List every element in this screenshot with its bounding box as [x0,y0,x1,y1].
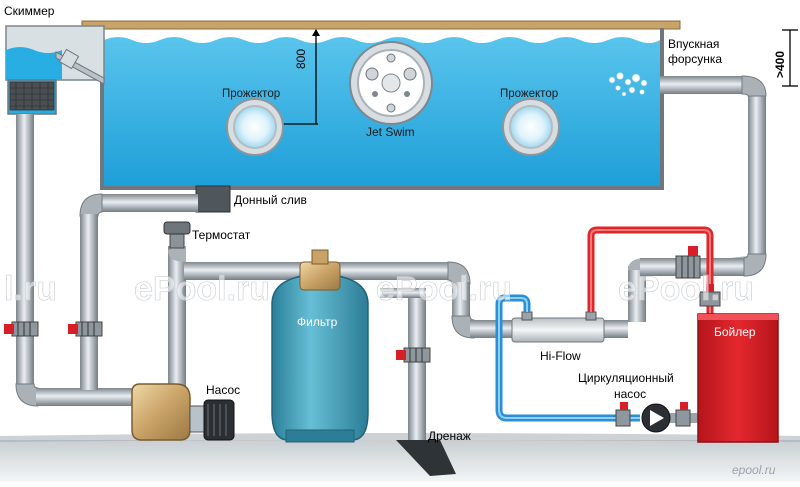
filter-label: Фильтр [297,315,338,329]
valve-skimmer-icon [4,321,39,337]
circulation-pump-icon [615,402,691,433]
valve-return-icon [675,246,701,279]
boiler-icon [697,313,779,443]
watermark-2: ePool.ru [134,270,270,308]
pump-label: Насос [206,383,240,397]
watermark-1: l.ru [4,270,57,308]
valve-drain-line-icon [396,347,431,363]
inlet-depth-label: >400 [773,51,787,78]
inlet-label-1: Впускная [668,37,719,51]
skimmer [5,25,105,115]
drain-label: Дренаж [428,429,471,443]
skimmer-label: Скиммер [4,4,55,18]
light-right-label: Прожектор [500,88,558,100]
hiflow-label: Hi-Flow [540,349,581,363]
pool-deck [81,20,681,30]
jet-swim-label: Jet Swim [366,125,415,139]
boiler-label: Бойлер [714,325,756,339]
watermark-4: ePool.ru [618,270,754,308]
circ-pump-label-1: Циркуляционный [578,371,674,385]
light-left-icon [226,98,284,156]
ground [0,440,800,482]
valve-boiler-icon [699,284,721,307]
inlet-bubbles [608,72,648,97]
inlet-label-2: форсунка [668,52,722,66]
jet-swim-icon [349,41,433,125]
circ-pump-label-2: насос [614,387,646,401]
light-right-icon [502,98,560,156]
valve-drain-icon [68,321,103,337]
hiflow-icon [511,311,605,343]
watermark-3: ePool.ru [376,270,512,308]
main-drain-label: Донный слив [234,193,307,207]
drain-pit [396,440,456,476]
footer-logo: epool.ru [732,463,776,477]
thermostat-icon [163,221,191,249]
thermostat-label: Термостат [192,228,251,242]
filter-icon [271,249,369,443]
light-left-label: Прожектор [222,88,280,100]
pump-icon [131,383,235,441]
depth-label: 800 [294,49,308,69]
